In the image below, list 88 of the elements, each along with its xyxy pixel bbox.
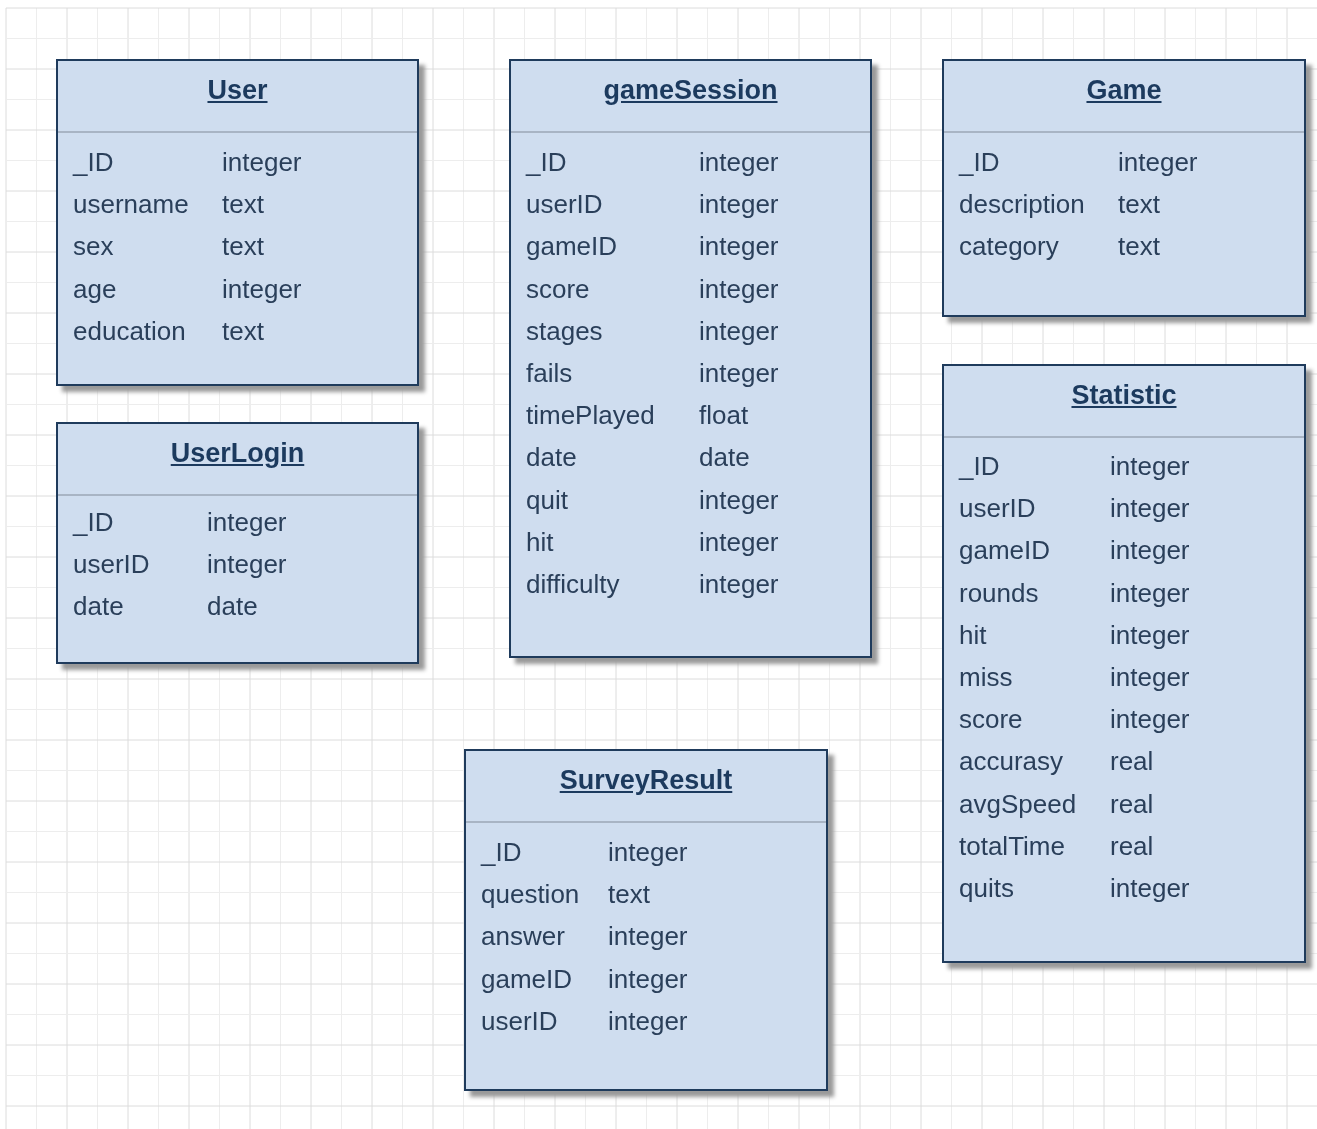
field-name: age xyxy=(73,273,117,304)
table-title: gameSession xyxy=(602,75,779,106)
field-name: accurasy xyxy=(959,746,1064,777)
table-title: SurveyResult xyxy=(558,765,734,796)
field-type: integer xyxy=(1110,704,1190,735)
field-type: text xyxy=(222,189,264,220)
table-box xyxy=(56,422,419,664)
field-type: integer xyxy=(222,147,302,177)
table-box xyxy=(56,59,419,386)
field-name: userID xyxy=(481,1005,558,1036)
field-type: integer xyxy=(222,273,302,304)
table-box xyxy=(464,749,828,1091)
field-name: username xyxy=(73,189,189,220)
field-name: gameID xyxy=(526,231,618,262)
field-name: _ID xyxy=(481,837,522,867)
field-type: integer xyxy=(699,358,779,388)
field-type: integer xyxy=(699,189,779,220)
field-type: integer xyxy=(1110,619,1190,650)
field-type: text xyxy=(1118,189,1160,220)
field-type: real xyxy=(1110,746,1154,777)
field-name: _ID xyxy=(73,147,114,177)
field-type: integer xyxy=(699,147,779,177)
field-type: integer xyxy=(1110,662,1190,692)
table-title: User xyxy=(206,75,269,106)
field-name: _ID xyxy=(959,147,1000,177)
field-type: integer xyxy=(699,231,779,262)
field-name: totalTime xyxy=(959,830,1065,861)
field-name: date xyxy=(526,442,577,473)
field-type: integer xyxy=(608,963,688,994)
table-title: Statistic xyxy=(1070,380,1178,411)
field-name: _ID xyxy=(526,147,567,177)
field-name: score xyxy=(526,273,590,304)
field-type: text xyxy=(222,315,264,346)
field-name: userID xyxy=(73,549,150,580)
field-type: text xyxy=(608,879,650,910)
field-name: rounds xyxy=(959,577,1039,608)
field-type: integer xyxy=(608,921,688,952)
field-type: integer xyxy=(699,315,779,346)
field-type: integer xyxy=(608,837,688,867)
field-name: quit xyxy=(526,484,568,515)
field-name: _ID xyxy=(73,507,114,537)
field-name: gameID xyxy=(959,535,1051,566)
field-name: description xyxy=(959,189,1085,220)
field-name: _ID xyxy=(959,451,1000,481)
table-title: UserLogin xyxy=(169,438,306,469)
field-name: stages xyxy=(526,315,603,346)
table-box xyxy=(942,59,1306,317)
field-name: fails xyxy=(526,358,573,388)
field-type: integer xyxy=(699,569,779,599)
field-type: date xyxy=(699,442,750,473)
field-type: date xyxy=(207,591,258,622)
field-name: hit xyxy=(526,526,554,557)
field-name: sex xyxy=(73,231,114,262)
field-name: hit xyxy=(959,619,987,650)
field-name: category xyxy=(959,231,1059,262)
field-name: question xyxy=(481,879,580,910)
field-name: education xyxy=(73,315,186,346)
field-type: integer xyxy=(1110,577,1190,608)
field-name: gameID xyxy=(481,963,573,994)
field-type: integer xyxy=(608,1005,688,1036)
field-type: real xyxy=(1110,830,1154,861)
field-name: quits xyxy=(959,873,1014,903)
field-type: integer xyxy=(699,484,779,515)
field-name: userID xyxy=(959,493,1036,524)
field-name: avgSpeed xyxy=(959,788,1077,819)
table-box xyxy=(942,364,1306,963)
field-type: integer xyxy=(1110,493,1190,524)
field-type: integer xyxy=(1110,873,1190,903)
field-name: userID xyxy=(526,189,603,220)
field-name: date xyxy=(73,591,124,622)
field-type: text xyxy=(1118,231,1160,262)
field-type: integer xyxy=(207,549,287,580)
field-type: integer xyxy=(207,507,287,537)
field-name: answer xyxy=(481,921,565,952)
field-type: real xyxy=(1110,788,1154,819)
field-type: integer xyxy=(699,273,779,304)
field-name: difficulty xyxy=(526,569,620,599)
table-box xyxy=(509,59,872,658)
table-title: Game xyxy=(1085,75,1163,106)
field-type: integer xyxy=(1110,451,1190,481)
field-type: text xyxy=(222,231,264,262)
field-type: integer xyxy=(699,526,779,557)
field-name: score xyxy=(959,704,1023,735)
field-name: miss xyxy=(959,662,1013,692)
field-type: float xyxy=(699,400,749,431)
field-name: timePlayed xyxy=(526,400,655,431)
field-type: integer xyxy=(1110,535,1190,566)
field-type: integer xyxy=(1118,147,1198,177)
